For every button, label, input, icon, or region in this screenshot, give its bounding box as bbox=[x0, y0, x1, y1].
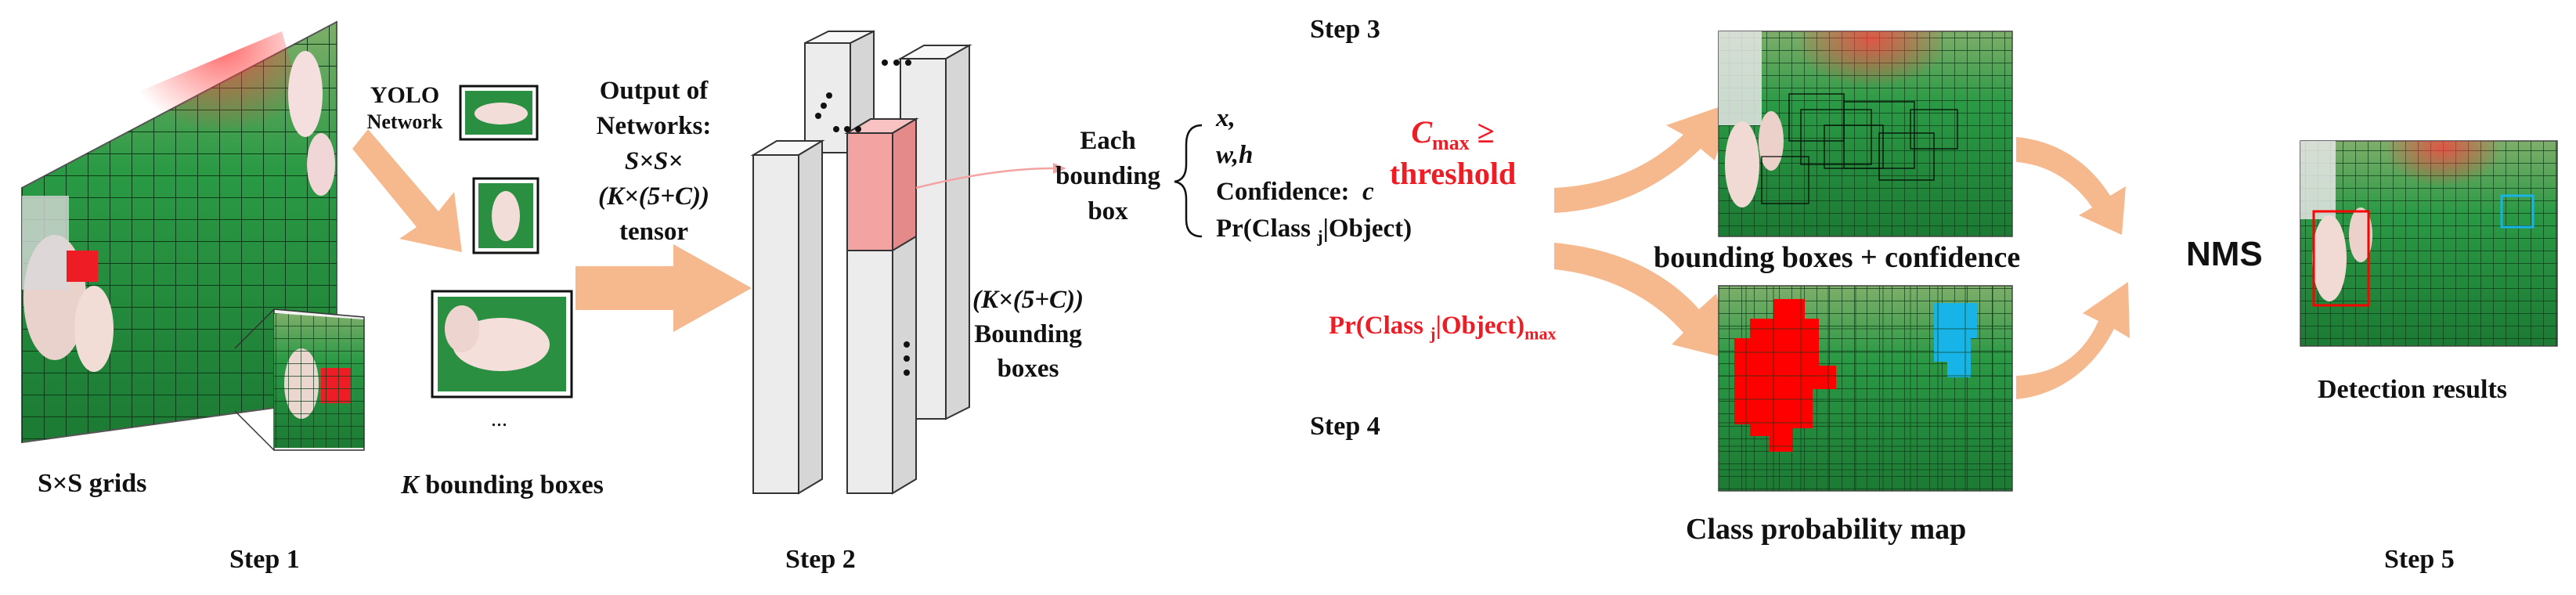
item-confidence: Confidence: c bbox=[1216, 177, 1374, 206]
arrow-step4 bbox=[1554, 243, 1734, 360]
arrow-to-tensor bbox=[575, 244, 752, 332]
k-rest: bounding boxes bbox=[418, 471, 604, 499]
class-probability-map bbox=[1718, 285, 2013, 492]
each-line1: Each bbox=[1080, 127, 1136, 155]
arrow-yolo bbox=[352, 129, 462, 252]
each-line2: bounding bbox=[1055, 161, 1160, 190]
tensor-dots bbox=[815, 60, 911, 376]
nms-label: NMS bbox=[2186, 235, 2263, 273]
arrow-step3-out bbox=[2016, 137, 2126, 235]
brace bbox=[1174, 124, 1203, 238]
item-pr: Pr(Class j|Object) bbox=[1216, 214, 1412, 247]
bbox-confidence-label: bounding boxes + confidence bbox=[1654, 241, 2021, 274]
kc-label: (K×(5+C)) bbox=[972, 286, 1084, 314]
item-x: x, bbox=[1216, 104, 1236, 132]
output-networks-label: Output of Networks: S×S× (K×(5+C)) tenso… bbox=[575, 74, 732, 249]
confidence-image bbox=[1718, 31, 2013, 237]
step2-label: Step 2 bbox=[785, 545, 856, 574]
ellipsis-thumbs: ... bbox=[491, 407, 507, 431]
output-line3: S×S× bbox=[624, 146, 684, 175]
bb-line2: boxes bbox=[997, 354, 1059, 383]
output-line1: Output of bbox=[599, 77, 709, 105]
output-line2: Networks: bbox=[596, 111, 712, 140]
class-probability-label: Class probability map bbox=[1686, 513, 1967, 546]
sxs-grid-label: S×S grids bbox=[38, 469, 147, 498]
output-line4: (K×(5+C)) bbox=[597, 182, 710, 211]
bbox-items: x, w,h Confidence: c Pr(Class j|Object) bbox=[1216, 100, 1412, 248]
k-bounding-boxes-label: K bounding boxes bbox=[401, 470, 604, 500]
each-bounding-box-label: Each bounding box bbox=[1045, 124, 1171, 229]
arrow-step3 bbox=[1554, 102, 1734, 213]
yolo-label-line1: YOLO bbox=[370, 82, 440, 108]
bbox-thumb-2 bbox=[472, 177, 539, 254]
pointer-line bbox=[915, 167, 1054, 189]
step3-label: Step 3 bbox=[1310, 15, 1380, 44]
sxs-grid-photo bbox=[21, 20, 337, 444]
network-label: Network bbox=[366, 110, 443, 133]
cmax-threshold-label: Cmax ≥ threshold bbox=[1369, 114, 1537, 193]
threshold-line: threshold bbox=[1389, 156, 1517, 192]
grid-cell-inset bbox=[234, 308, 365, 451]
step5-label: Step 5 bbox=[2384, 545, 2455, 574]
pr-class-max-label: Pr(Class j|Object)max bbox=[1329, 312, 1557, 344]
bb-line1: Bounding bbox=[974, 319, 1082, 348]
k-var: K bbox=[401, 471, 419, 499]
step4-label: Step 4 bbox=[1310, 412, 1380, 441]
step1-label: Step 1 bbox=[229, 545, 300, 574]
item-wh: w,h bbox=[1216, 140, 1254, 169]
each-line3: box bbox=[1088, 197, 1128, 225]
detection-results-label: Detection results bbox=[2318, 375, 2508, 404]
detection-result-image bbox=[2300, 140, 2558, 347]
output-line5: tensor bbox=[619, 217, 688, 246]
bbox-thumb-3 bbox=[431, 290, 573, 398]
kc-bounding-boxes-label: (K×(5+C)) Bounding boxes bbox=[969, 283, 1087, 387]
yolo-label: YOLO Network bbox=[362, 81, 448, 134]
bbox-thumb-1 bbox=[459, 85, 539, 141]
tensor-blocks bbox=[750, 30, 972, 495]
arrow-step4-out bbox=[2016, 282, 2130, 399]
cmax-line: Cmax ≥ bbox=[1411, 114, 1495, 154]
